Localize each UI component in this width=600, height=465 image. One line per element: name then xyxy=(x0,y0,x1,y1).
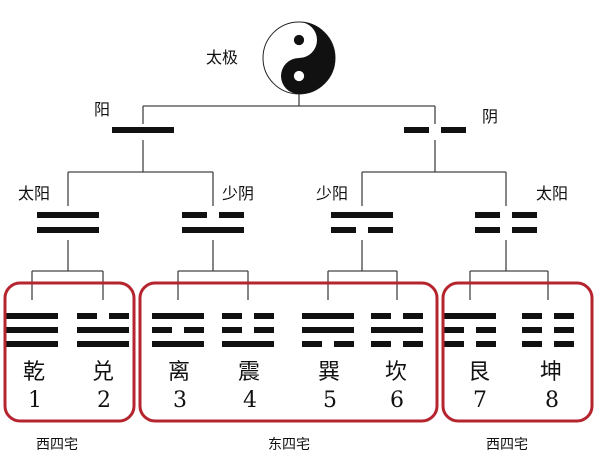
yin-label: 阴 xyxy=(482,107,499,126)
trigram-2-yang-line-1 xyxy=(77,327,129,333)
trigram-4-yang-line-2 xyxy=(222,341,274,347)
trigram-4-yin-line-1-right xyxy=(254,327,274,333)
trigram-number-5: 5 xyxy=(323,388,337,413)
taiji-dot-light xyxy=(293,70,305,82)
trigram-8-yin-line-2-right xyxy=(554,341,574,347)
trigram-name-qian: 乾 xyxy=(23,360,46,385)
level2-1-yin-line-0-right xyxy=(219,212,244,218)
taiyin-label: 太阳 xyxy=(536,184,569,203)
trigram-8-yin-line-0-right xyxy=(554,313,574,319)
trigram-3-yin-line-1-right xyxy=(184,327,204,333)
trigram-name-kun: 坤 xyxy=(540,360,563,385)
trigram-2-yin-line-0-right xyxy=(109,313,129,319)
trigram-number-6: 6 xyxy=(390,388,404,413)
level2-2-yang-line-0 xyxy=(331,212,393,218)
trigram-3-yang-line-0 xyxy=(152,313,204,319)
trigram-name-dui: 兑 xyxy=(92,360,115,385)
group-label-west-2: 西四宅 xyxy=(486,437,528,453)
trigram-number-7: 7 xyxy=(473,388,487,413)
trigram-6-yin-line-2-right xyxy=(403,341,423,347)
level2-3-yin-line-1-left xyxy=(475,227,500,233)
trigram-6-yin-line-0-right xyxy=(403,313,423,319)
yang-label: 阳 xyxy=(94,100,111,119)
taiji-dot-dark xyxy=(293,34,305,46)
level1-1-yin-line-0-left xyxy=(404,127,429,133)
trigram-number-8: 8 xyxy=(545,388,559,413)
taiji-label: 太极 xyxy=(206,48,239,67)
group-box-2 xyxy=(441,281,594,423)
trigram-7-yin-line-2-right xyxy=(476,341,496,347)
group-boxes xyxy=(3,281,594,423)
group-box-1 xyxy=(138,281,439,423)
shaoyin-label: 少阴 xyxy=(222,184,255,203)
trigram-4-yin-line-0-left xyxy=(222,313,242,319)
shaoyang-label: 少阳 xyxy=(316,184,349,203)
trigram-4-yin-line-0-right xyxy=(254,313,274,319)
trigram-1-yang-line-1 xyxy=(6,327,58,333)
level2-0-yang-line-0 xyxy=(37,212,99,218)
level2-1-yang-line-1 xyxy=(182,227,244,233)
trigram-1-yang-line-2 xyxy=(6,341,58,347)
trigram-6-yin-line-0-left xyxy=(371,313,391,319)
trigram-7-yang-line-0 xyxy=(444,313,496,319)
trigram-7-yin-line-1-right xyxy=(476,327,496,333)
level1-0-yang-line-0 xyxy=(112,127,174,133)
trigram-5-yin-line-2-right xyxy=(334,341,354,347)
taiyang-label: 太阳 xyxy=(18,184,51,203)
trigram-number-1: 1 xyxy=(28,388,42,413)
yao-symbols xyxy=(6,127,574,347)
group-box-0 xyxy=(3,281,136,423)
trigram-3-yin-line-1-left xyxy=(152,327,172,333)
level1-1-yin-line-0-right xyxy=(441,127,466,133)
level2-0-yang-line-1 xyxy=(37,227,99,233)
trigram-6-yang-line-1 xyxy=(371,327,423,333)
trigram-2-yang-line-2 xyxy=(77,341,129,347)
trigram-name-xun: 巽 xyxy=(318,360,341,385)
trigram-8-yin-line-2-left xyxy=(522,341,542,347)
taiji-icon xyxy=(262,21,336,95)
trigram-5-yang-line-1 xyxy=(302,327,354,333)
level2-3-yin-line-0-left xyxy=(475,212,500,218)
trigram-5-yin-line-2-left xyxy=(302,341,322,347)
trigram-name-gen: 艮 xyxy=(468,360,491,385)
trigram-name-li: 离 xyxy=(168,360,191,385)
level2-1-yin-line-0-left xyxy=(182,212,207,218)
trigram-number-3: 3 xyxy=(173,388,187,413)
trigram-8-yin-line-1-left xyxy=(522,327,542,333)
trigram-4-yin-line-1-left xyxy=(222,327,242,333)
trigram-1-yang-line-0 xyxy=(6,313,58,319)
level2-2-yin-line-1-right xyxy=(368,227,393,233)
trigram-number-2: 2 xyxy=(97,388,111,413)
trigram-3-yang-line-2 xyxy=(152,341,204,347)
group-label-west-1: 西四宅 xyxy=(36,437,78,453)
trigram-name-kan: 坎 xyxy=(385,360,408,385)
trigram-name-zhen: 震 xyxy=(238,360,261,385)
trigram-6-yin-line-2-left xyxy=(371,341,391,347)
tree-connectors xyxy=(31,94,549,300)
trigram-2-yin-line-0-left xyxy=(77,313,97,319)
trigram-7-yin-line-2-left xyxy=(444,341,464,347)
trigram-5-yang-line-0 xyxy=(302,313,354,319)
level2-2-yin-line-1-left xyxy=(331,227,356,233)
trigram-8-yin-line-1-right xyxy=(554,327,574,333)
level2-3-yin-line-1-right xyxy=(512,227,537,233)
level2-3-yin-line-0-right xyxy=(512,212,537,218)
group-label-east: 东四宅 xyxy=(268,437,310,453)
trigram-7-yin-line-1-left xyxy=(444,327,464,333)
trigram-number-4: 4 xyxy=(243,388,257,413)
trigram-8-yin-line-0-left xyxy=(522,313,542,319)
